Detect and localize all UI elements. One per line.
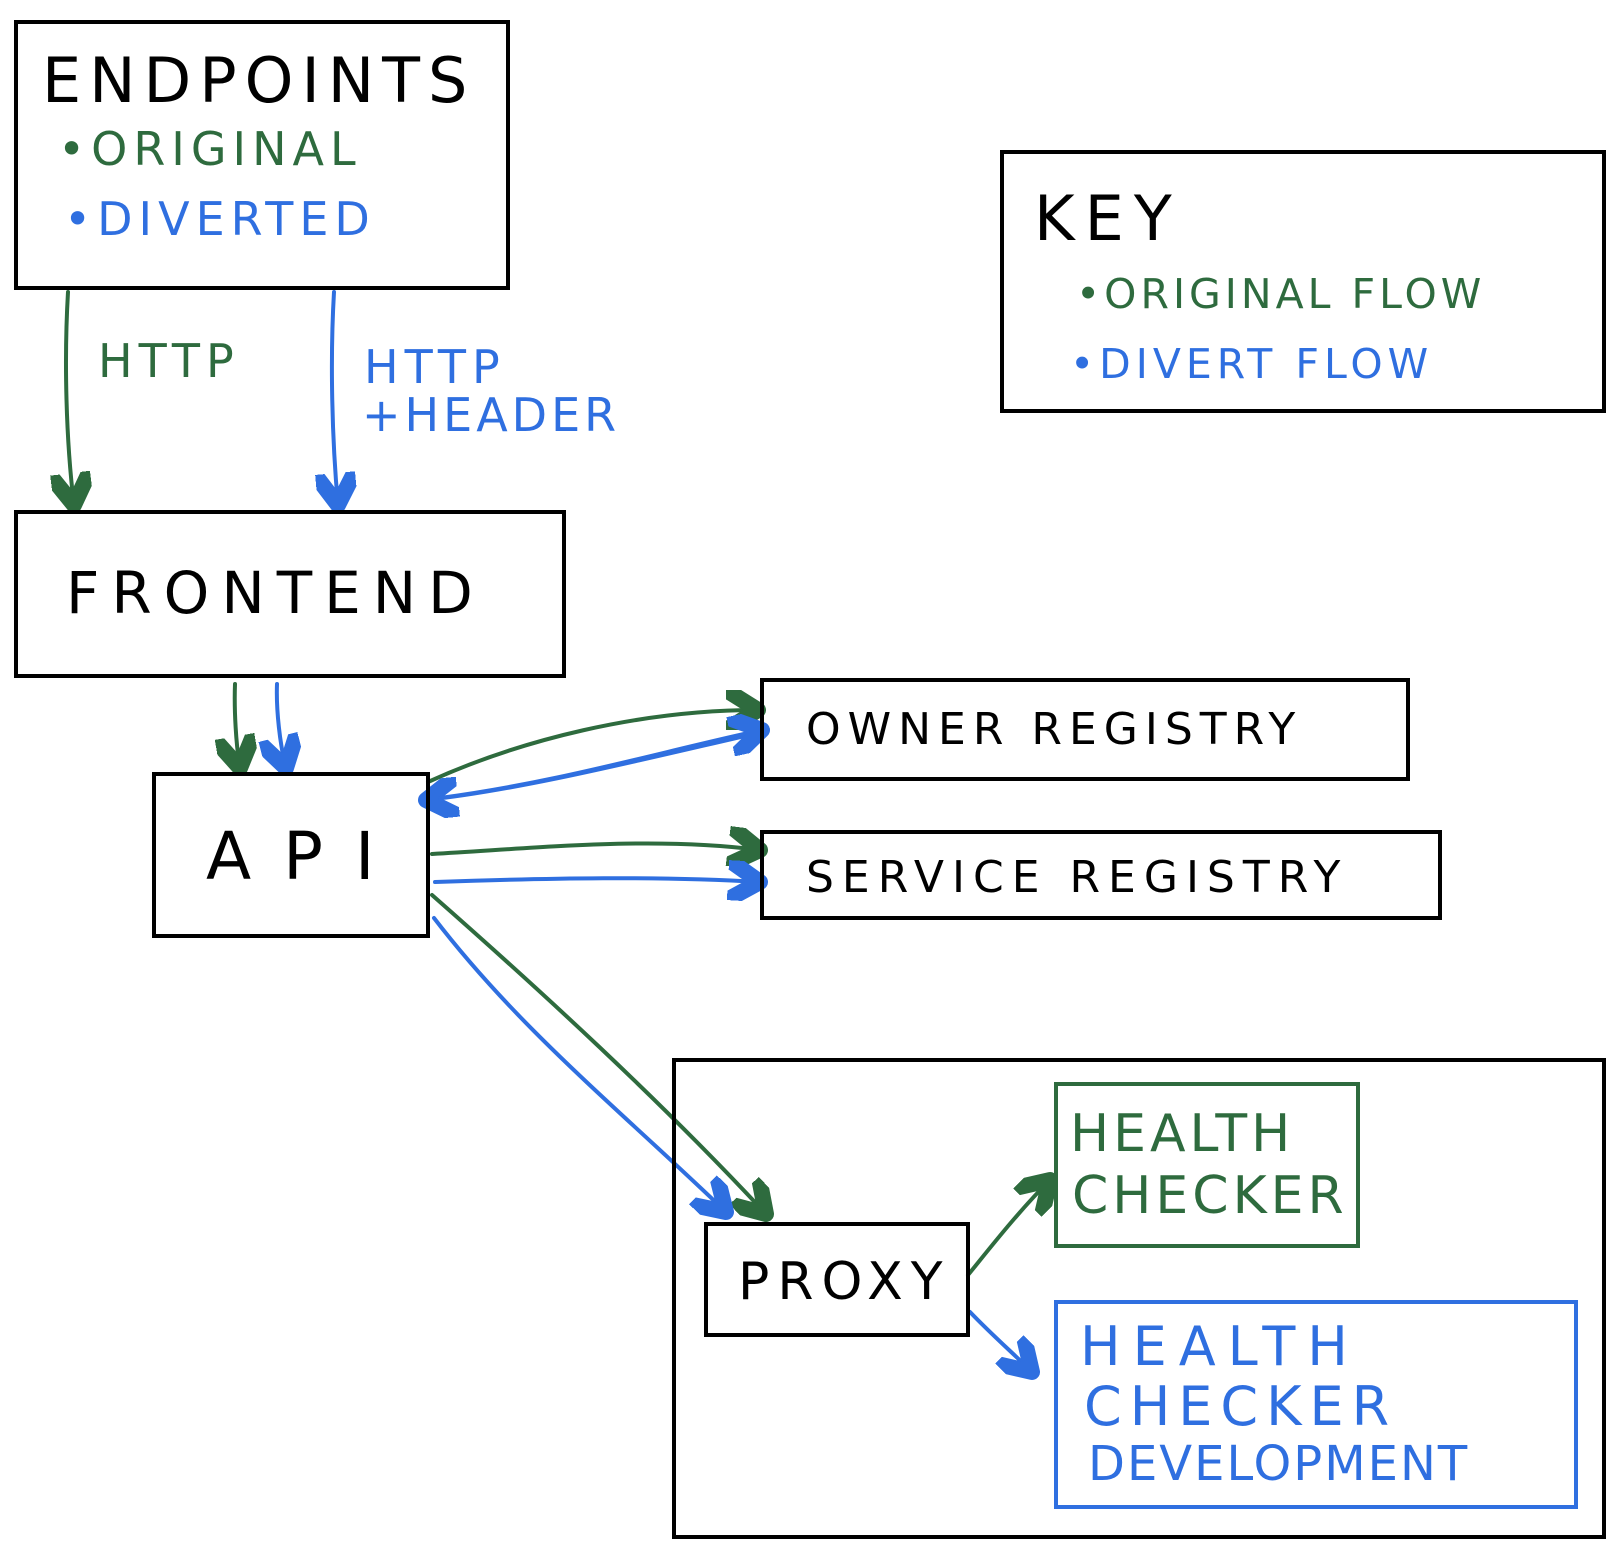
arrow-api-proxy-diverted bbox=[432, 916, 726, 1212]
health-checker-dev-label-line2: CHECKER bbox=[1084, 1375, 1398, 1438]
key-divert-flow: •DIVERT FLOW bbox=[1070, 340, 1434, 388]
service-registry-box: SERVICE REGISTRY bbox=[760, 830, 1442, 920]
health-checker-development-box: HEALTH CHECKER DEVELOPMENT bbox=[1054, 1300, 1578, 1509]
endpoints-diverted-item: •DIVERTED bbox=[64, 192, 376, 246]
service-group-container bbox=[672, 1058, 1606, 1539]
arrow-proxy-health-checker-original bbox=[966, 1180, 1050, 1277]
arrow-api-service-registry-diverted bbox=[433, 878, 760, 882]
key-box: KEY •ORIGINAL FLOW •DIVERT FLOW bbox=[1000, 150, 1606, 413]
arrow-endpoints-frontend-diverted bbox=[332, 290, 338, 505]
arrow-frontend-api-diverted bbox=[277, 682, 286, 768]
arrow-proxy-health-checker-dev-diverted bbox=[968, 1310, 1032, 1372]
endpoints-title: ENDPOINTS bbox=[42, 44, 476, 117]
proxy-label: PROXY bbox=[738, 1252, 951, 1312]
http-label: HTTP bbox=[98, 334, 240, 388]
api-box: API bbox=[152, 772, 430, 938]
proxy-box: PROXY bbox=[704, 1222, 970, 1337]
http-header-label-line1: HTTP bbox=[364, 340, 506, 394]
http-header-label-line2: +HEADER bbox=[362, 388, 621, 442]
endpoints-box: ENDPOINTS •ORIGINAL •DIVERTED bbox=[14, 20, 510, 290]
arrow-api-service-registry-original bbox=[430, 843, 760, 854]
frontend-label: FRONTEND bbox=[66, 559, 485, 627]
endpoints-original-item: •ORIGINAL bbox=[58, 122, 362, 176]
owner-registry-box: OWNER REGISTRY bbox=[760, 678, 1410, 781]
key-title: KEY bbox=[1034, 182, 1182, 255]
health-checker-dev-label-line1: HEALTH bbox=[1080, 1315, 1360, 1378]
arrow-api-owner-registry-diverted bbox=[438, 730, 762, 800]
health-checker-box: HEALTH CHECKER bbox=[1054, 1082, 1360, 1248]
frontend-box: FRONTEND bbox=[14, 510, 566, 678]
arrow-api-owner-registry-original bbox=[426, 710, 758, 784]
health-checker-dev-label-line3: DEVELOPMENT bbox=[1088, 1436, 1470, 1492]
arrow-endpoints-frontend-original bbox=[66, 290, 74, 505]
api-label: API bbox=[206, 818, 407, 895]
arrow-frontend-api-original bbox=[235, 682, 240, 768]
owner-registry-label: OWNER REGISTRY bbox=[806, 704, 1303, 755]
key-original-flow: •ORIGINAL FLOW bbox=[1076, 270, 1486, 318]
health-checker-label-line1: HEALTH bbox=[1070, 1104, 1295, 1164]
arrow-api-proxy-original bbox=[430, 893, 766, 1214]
service-registry-label: SERVICE REGISTRY bbox=[806, 852, 1349, 903]
health-checker-label-line2: CHECKER bbox=[1072, 1166, 1348, 1226]
